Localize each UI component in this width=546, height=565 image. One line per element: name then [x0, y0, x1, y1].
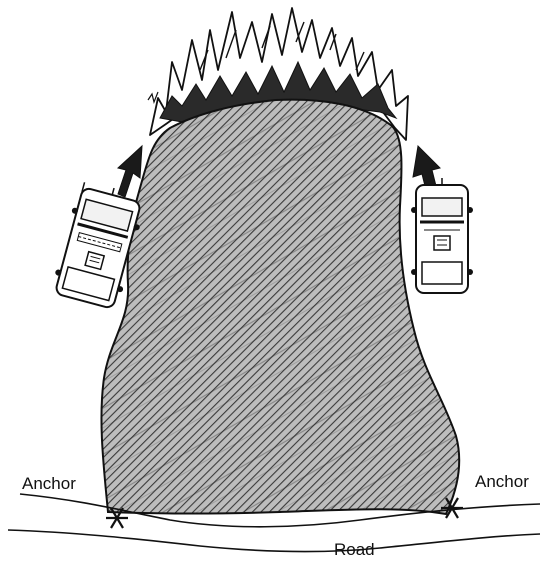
road-label: Road: [334, 540, 375, 559]
arrow-up-icon: [118, 146, 142, 197]
anchor-right-label: Anchor: [475, 472, 529, 491]
burned-area: [101, 100, 459, 514]
fire-engine-icon: [411, 178, 473, 293]
anchor-left-label: Anchor: [22, 474, 76, 493]
